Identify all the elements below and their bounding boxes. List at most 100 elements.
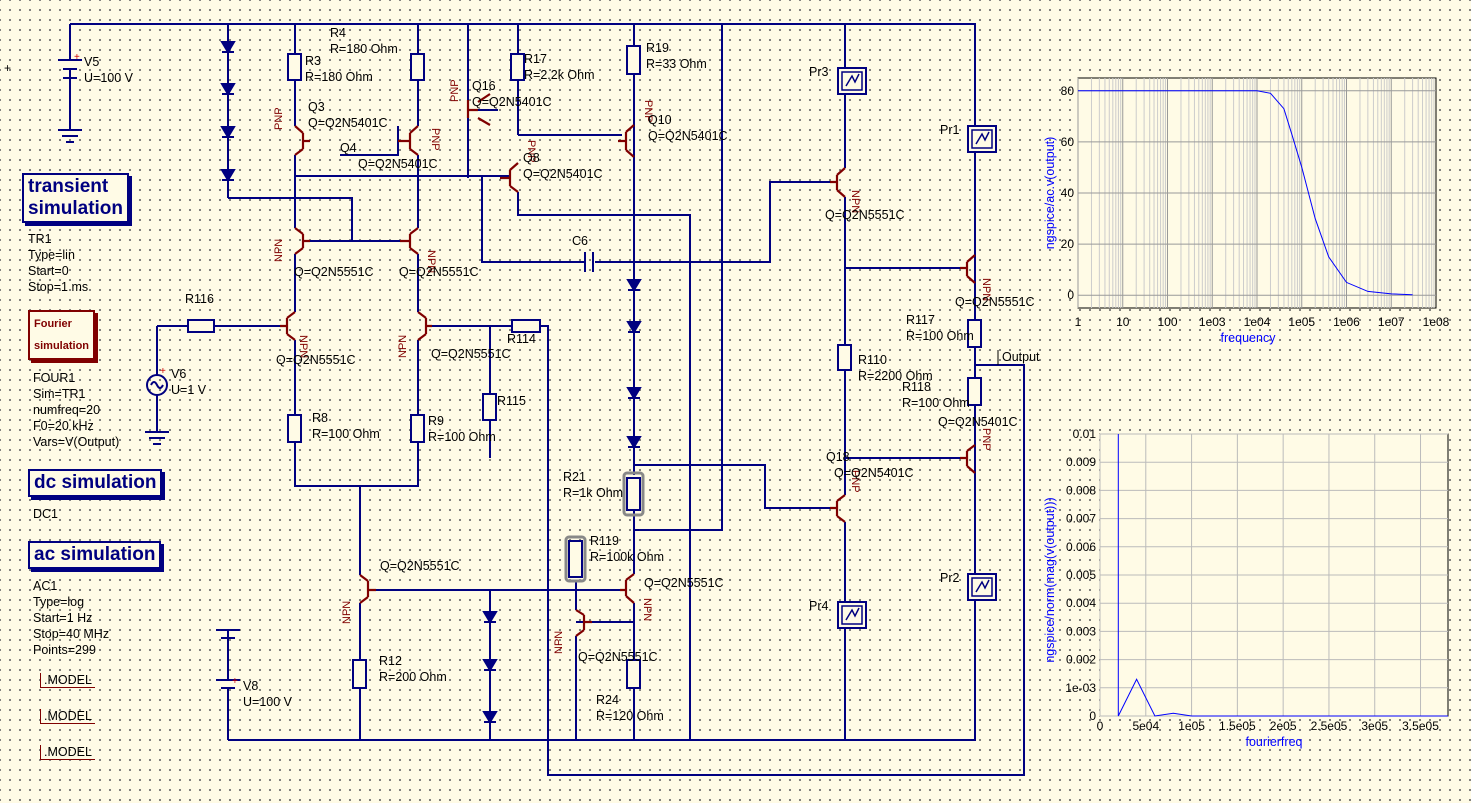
svg-text:NPN: NPN [425, 250, 437, 273]
probe-pr4 [837, 601, 867, 629]
svg-text:NPN: NPN [341, 601, 353, 624]
fourier-simulation-box[interactable]: Fourier simulation [28, 310, 96, 360]
capacitor-c6[interactable] [584, 252, 594, 272]
r4-value: R=180 Ohm [330, 42, 398, 56]
r110-value: R=2200 Ohm [858, 369, 933, 383]
fourier-series-line [1117, 434, 1448, 717]
transient-title-1: transient [28, 176, 109, 197]
svg-text:PNP: PNP [449, 79, 461, 102]
fourier-ytick-label: 0.005 [1066, 568, 1096, 582]
dc-title: dc simulation [34, 472, 157, 493]
fourier-xtick-label: 5e04 [1132, 719, 1159, 733]
selected-resistor-frames [564, 471, 645, 583]
transient-simulation-box[interactable]: transient simulation [22, 173, 130, 223]
r110-name: R110 [858, 353, 887, 367]
probe-pr3 [837, 67, 867, 95]
fourier-ytick-label: 0.003 [1066, 624, 1096, 638]
svg-text:NPN: NPN [641, 598, 653, 621]
svg-text:+: + [74, 52, 80, 63]
ac-ytick-label: 0 [1067, 288, 1074, 302]
r19-name: R19 [646, 41, 669, 55]
q3-value: Q=Q2N5401C [308, 116, 388, 130]
r12-value: R=200 Ohm [379, 670, 447, 684]
r118-value: R=100 Ohm [902, 396, 970, 410]
ac-ytick-label: 80 [1061, 84, 1075, 98]
r115-name: R115 [497, 394, 526, 408]
svg-text:NPN: NPN [397, 335, 409, 358]
q8-value: Q=Q2N5401C [523, 167, 603, 181]
ac-title: ac simulation [34, 544, 156, 565]
r117-value: R=100 Ohm [906, 329, 974, 343]
model-block-3[interactable]: .MODEL [40, 745, 95, 760]
model-block-1[interactable]: .MODEL [40, 673, 95, 688]
ac-params: AC1 Type=log Start=1 Hz Stop=40 MHz Poin… [33, 579, 110, 657]
ac-xtick-label: 1e06 [1333, 315, 1360, 329]
r3-value: R=180 Ohm [305, 70, 373, 84]
probes[interactable] [837, 67, 997, 629]
c6-name: C6 [572, 234, 588, 248]
r119-name: R119 [590, 534, 619, 548]
pr1-name: Pr1 [940, 123, 960, 137]
svg-text:NPN: NPN [273, 239, 285, 262]
dc-simulation-box[interactable]: dc simulation [28, 469, 163, 497]
ac-xtick-label: 1e04 [1244, 315, 1271, 329]
q16-value: Q=Q2N5401C [472, 95, 552, 109]
q-npn-9: Q=Q2N5551C [955, 295, 1035, 309]
r24-name: R24 [596, 693, 619, 707]
r9-name: R9 [428, 414, 444, 428]
q-npn-2: Q=Q2N5551C [399, 265, 479, 279]
q18-value: Q=Q2N5401C [834, 466, 914, 480]
svg-text:NPN: NPN [849, 190, 861, 213]
ac-xtick-label: 1e05 [1288, 315, 1315, 329]
svg-text:PNP: PNP [980, 428, 992, 451]
ac-xtick-label: 10 [1116, 315, 1130, 329]
r119-value: R=100k Ohm [590, 550, 664, 564]
fourier-ytick-label: 0.009 [1066, 455, 1096, 469]
transistor-type-marks: PNP PNP PNP PNP PNP NPN NPN NPN NPN NPN … [273, 79, 992, 654]
ac-series-line [1078, 90, 1413, 296]
fourier-plot[interactable]: 0.010.0090.0080.0070.0060.0050.0040.0030… [1040, 420, 1460, 755]
q4-value: Q=Q2N5401C [358, 157, 438, 171]
ac-xtick-label: 100 [1157, 315, 1177, 329]
ac-ytick-label: 40 [1061, 186, 1075, 200]
ac-xtick-label: 1e07 [1378, 315, 1405, 329]
fourier-ytick-label: 1e-03 [1065, 681, 1096, 695]
source-polarity: + + + [74, 52, 238, 687]
r117-name: R117 [906, 313, 935, 327]
r21-value: R=1k Ohm [563, 486, 623, 500]
q3-name: Q3 [308, 100, 325, 114]
svg-text:+: + [232, 676, 238, 687]
resistors[interactable] [187, 45, 982, 689]
pr2-name: Pr2 [940, 571, 960, 585]
q-npn-4: Q=Q2N5551C [431, 347, 511, 361]
svg-text:PNP: PNP [849, 470, 861, 493]
v6-name: V6 [171, 367, 186, 381]
fourier-title-1: Fourier [34, 318, 72, 330]
dc-params: DC1 [33, 507, 59, 521]
ac-xtick-label: 1e08 [1423, 315, 1450, 329]
ac-ytick-label: 60 [1061, 135, 1075, 149]
fourier-ytick-label: 0.002 [1066, 653, 1096, 667]
q18-name: Q18 [826, 450, 850, 464]
fourier-y-ticks: 0.010.0090.0080.0070.0060.0050.0040.0030… [1065, 427, 1096, 723]
r24-value: R=120 Ohm [596, 709, 664, 723]
transistors[interactable] [280, 93, 976, 637]
fourier-ytick-label: 0.004 [1066, 596, 1096, 610]
pr3-name: Pr3 [809, 65, 829, 79]
diode-chain-mid [626, 279, 642, 449]
ac-xtick-label: 1e03 [1199, 315, 1226, 329]
r9-value: R=100 Ohm [428, 430, 496, 444]
ac-simulation-box[interactable]: ac simulation [28, 541, 162, 569]
fourier-ytick-label: 0 [1089, 709, 1096, 723]
fourier-ytick-label: 0.008 [1066, 483, 1096, 497]
r3-name: R3 [305, 54, 321, 68]
voltage-sources[interactable] [58, 59, 240, 700]
v8-name: V8 [243, 679, 258, 693]
diode-chain-bottom [482, 611, 498, 724]
fourier-ytick-label: 0.01 [1073, 427, 1097, 441]
model-block-2[interactable]: .MODEL [40, 709, 95, 724]
